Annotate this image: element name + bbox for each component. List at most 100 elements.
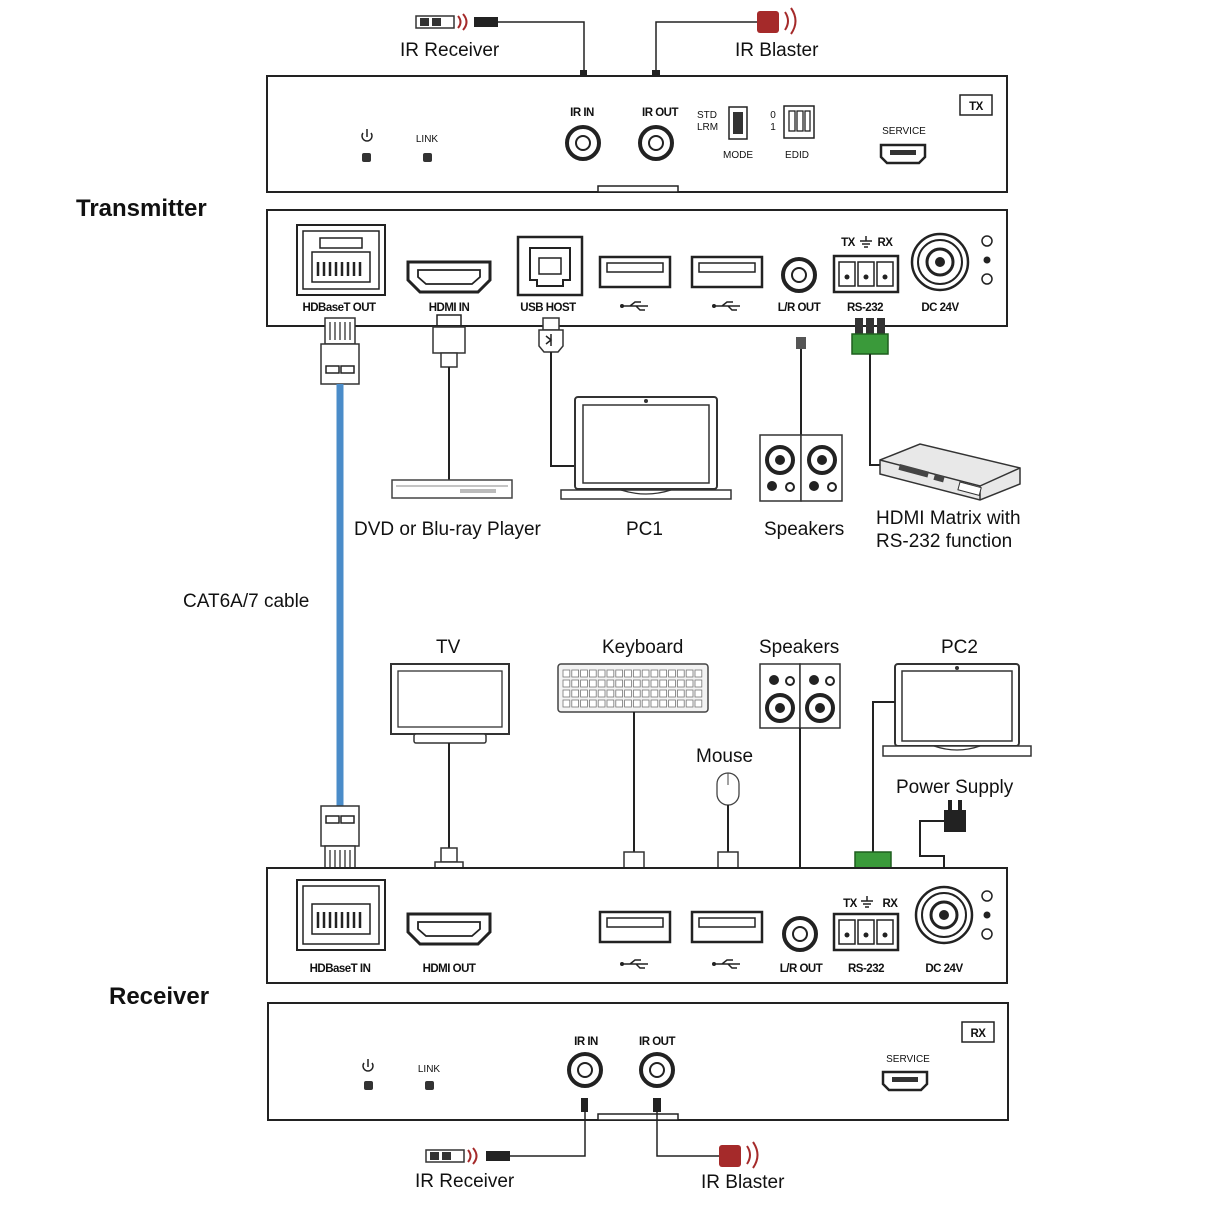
rs232-port-rx[interactable]	[832, 912, 900, 952]
usb-a-port-rx-1[interactable]	[598, 910, 672, 944]
pc2-laptop	[872, 663, 1032, 852]
ground-icon	[860, 236, 872, 248]
ir-receiver-top	[415, 13, 587, 86]
dc-power-port[interactable]	[910, 232, 970, 292]
power-icon	[362, 1059, 374, 1072]
mode-switch[interactable]	[728, 106, 748, 140]
usb-icon	[620, 301, 648, 311]
power-icon	[361, 129, 373, 142]
keyboard-key	[659, 699, 667, 708]
keyboard-key	[694, 689, 703, 698]
keyboard-key	[685, 679, 694, 688]
pc1-label: PC1	[626, 519, 663, 540]
rs232-label: RS-232	[847, 302, 883, 314]
pc1-laptop	[560, 396, 732, 500]
keyboard-key	[615, 699, 623, 708]
power-supply-plug	[919, 800, 966, 886]
hdbaset-out-label: HDBaseT OUT	[302, 302, 376, 314]
ir-wave-icon	[746, 1141, 759, 1169]
hdbaset-in-port[interactable]	[296, 879, 386, 951]
pc2-label: PC2	[941, 637, 978, 658]
keyboard-key	[668, 689, 676, 698]
tx-rear-panel: HDBaseT OUT HDMI IN USB HOST	[266, 209, 1008, 327]
keyboard-key	[659, 689, 667, 698]
matrix-label-1: HDMI Matrix with	[876, 508, 1021, 529]
transmitter-title: Transmitter	[76, 195, 207, 222]
keyboard-key	[624, 669, 632, 678]
keyboard-key	[624, 699, 632, 708]
usb-a-port-1[interactable]	[598, 255, 672, 289]
keyboard-key	[668, 699, 676, 708]
usb-host-label: USB HOST	[520, 302, 576, 314]
edid-1-label: 1	[770, 122, 776, 133]
rx-front-panel: RX LINK IR IN IR OUT SERVICE	[267, 1002, 1009, 1121]
hdmi-in-label: HDMI IN	[429, 302, 470, 314]
hdmi-in-port[interactable]	[406, 260, 492, 294]
usb-b-plug	[538, 317, 575, 467]
usb-icon	[712, 301, 740, 311]
keyboard-key	[597, 699, 606, 708]
usb-host-port[interactable]	[516, 235, 584, 297]
rx-rear-panel: HDBaseT IN HDMI OUT L/R OUT TX RX	[266, 867, 1008, 984]
service-label-rx: SERVICE	[886, 1054, 930, 1065]
ir-receiver-label-bottom: IR Receiver	[415, 1171, 515, 1192]
keyboard-key	[597, 679, 606, 688]
keyboard-key	[685, 669, 694, 678]
speakers-top	[759, 434, 843, 502]
keyboard-key	[571, 689, 579, 698]
keyboard-key	[615, 669, 623, 678]
keyboard-key	[633, 699, 641, 708]
ir-receiver-bottom	[425, 1098, 588, 1165]
keyboard-key	[589, 679, 597, 688]
tv	[390, 663, 510, 848]
rj45-plug-top	[320, 317, 360, 385]
keyboard-key	[580, 699, 588, 708]
edid-switch[interactable]	[783, 105, 815, 139]
rx-badge: RX	[971, 1028, 987, 1040]
keyboard-key	[659, 679, 667, 688]
link-led-rx	[425, 1081, 434, 1090]
rs232-rx-label-rx: RX	[883, 898, 899, 910]
matrix-label-2: RS-232 function	[876, 531, 1012, 552]
usb-icon	[620, 959, 648, 969]
cable-label: CAT6A/7 cable	[183, 591, 309, 612]
ir-in-label: IR IN	[570, 107, 594, 119]
rs232-tx-label: TX	[841, 237, 856, 249]
lr-out-label: L/R OUT	[778, 302, 821, 314]
hdmi-out-port[interactable]	[406, 912, 492, 946]
hdmi-plug-top	[432, 314, 466, 480]
edid-0-label: 0	[770, 110, 776, 121]
speakers-label-bottom: Speakers	[759, 637, 839, 658]
lrm-label: LRM	[697, 122, 718, 133]
power-led	[362, 153, 371, 162]
dc-label: DC 24V	[921, 302, 959, 314]
usb-a-port-rx-2[interactable]	[690, 910, 764, 944]
rs232-port[interactable]	[832, 254, 900, 294]
keyboard-key	[668, 669, 676, 678]
keyboard-key	[571, 699, 579, 708]
keyboard-key	[597, 669, 606, 678]
keyboard-key	[641, 679, 650, 688]
usb-a-port-2[interactable]	[690, 255, 764, 289]
ir-out-label-rx: IR OUT	[639, 1036, 675, 1048]
hdbaset-out-port[interactable]	[296, 224, 386, 296]
ir-blaster-bottom	[653, 1098, 759, 1169]
dc-power-port-rx[interactable]	[914, 885, 974, 945]
rs232-rx-label: RX	[878, 237, 894, 249]
edid-label: EDID	[785, 150, 809, 161]
tx-badge: TX	[969, 101, 984, 113]
ir-wave-icon	[457, 13, 468, 31]
keyboard-key	[650, 679, 659, 688]
keyboard-key	[562, 669, 571, 678]
rs232-plug-top	[851, 318, 889, 466]
ir-wave-icon	[467, 1147, 478, 1165]
keyboard-key	[677, 689, 685, 698]
mouse-label: Mouse	[696, 746, 753, 767]
keyboard-key	[685, 699, 694, 708]
keyboard-key	[641, 689, 650, 698]
service-label: SERVICE	[882, 126, 926, 137]
keyboard-label: Keyboard	[602, 637, 683, 658]
keyboard	[557, 663, 709, 852]
ir-wave-icon	[784, 7, 797, 35]
ir-blaster-label-top: IR Blaster	[735, 40, 819, 61]
